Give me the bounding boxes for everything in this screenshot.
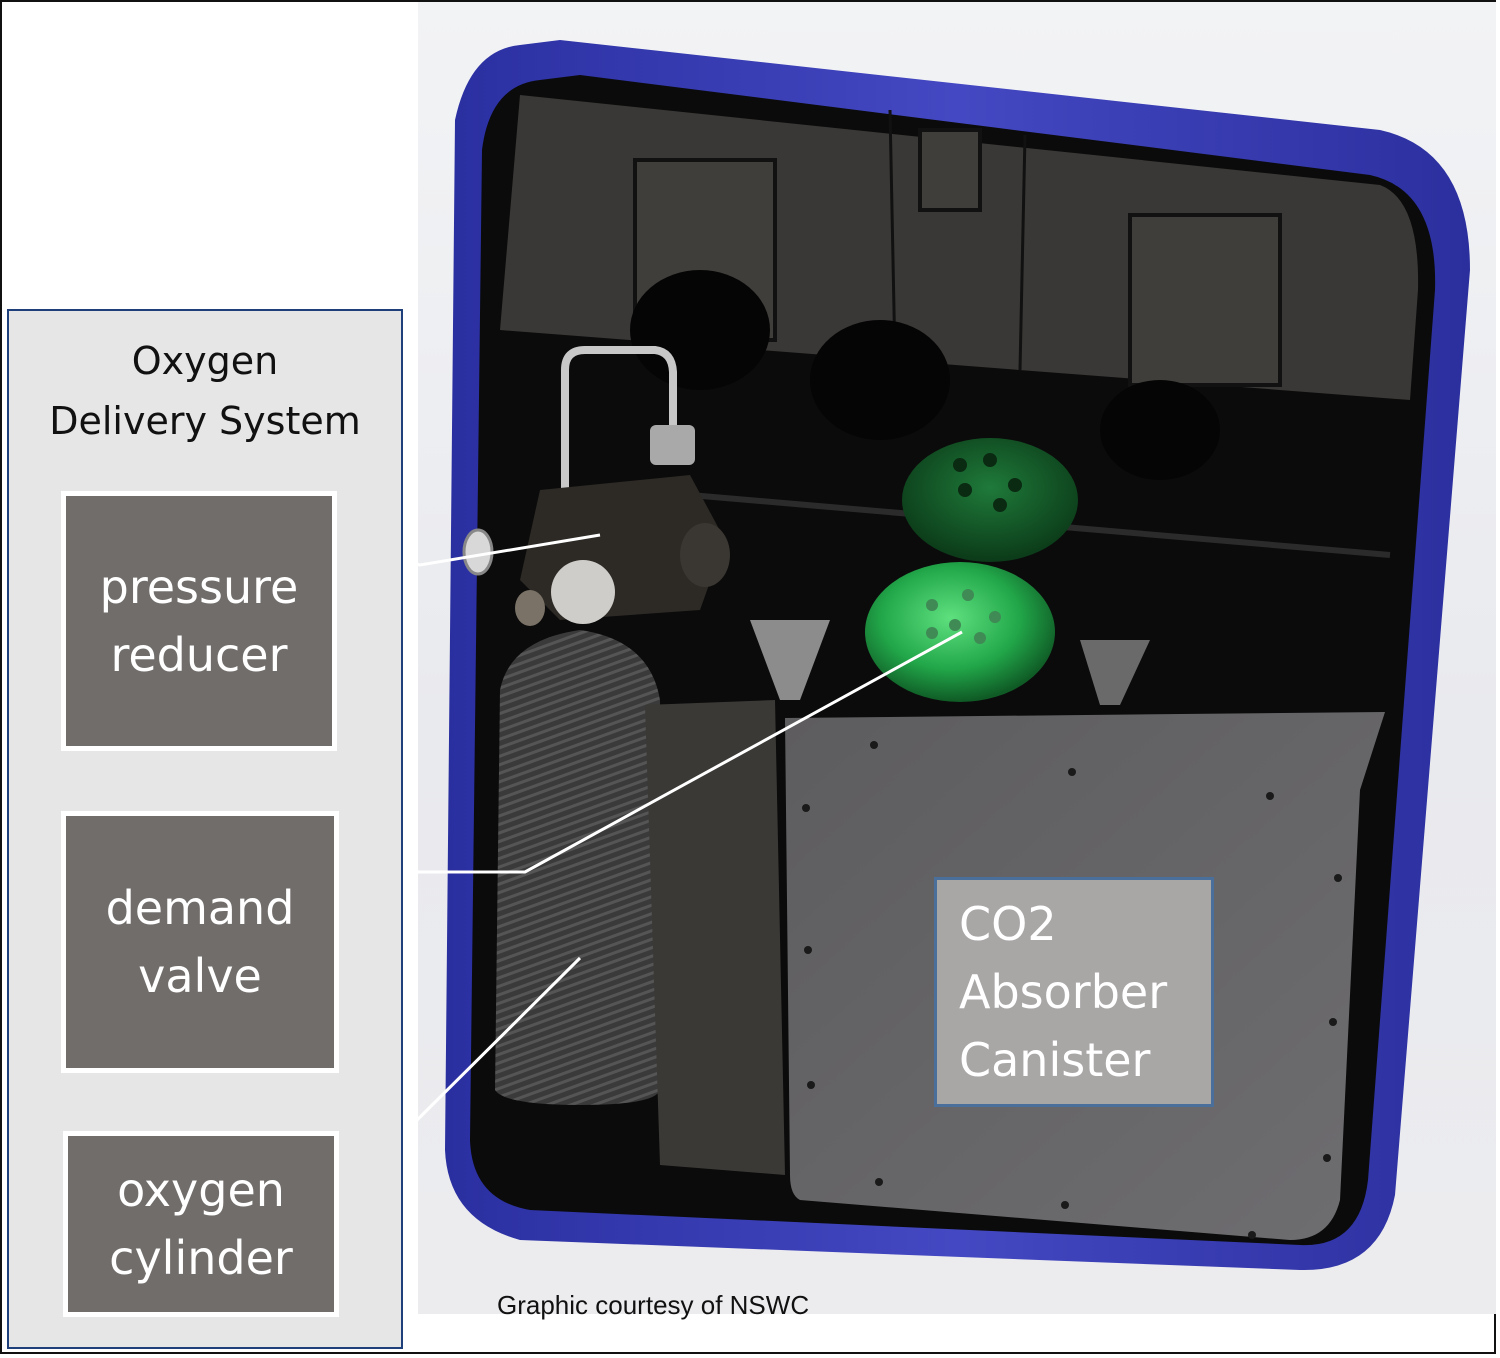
label-demand-valve: demand valve <box>61 811 339 1073</box>
leader-demand-valve <box>358 630 963 874</box>
label-co2-absorber-canister: CO2 Absorber Canister <box>934 877 1214 1107</box>
back-slot-right <box>1128 213 1282 387</box>
back-slot-mid <box>918 128 982 212</box>
legend-title-line2: Delivery System <box>49 399 361 443</box>
legend-title-line1: Oxygen <box>131 339 279 383</box>
legend-title: Oxygen Delivery System <box>9 331 401 451</box>
image-credit: Graphic courtesy of NSWC <box>497 1290 810 1320</box>
oxygen-cylinder <box>495 630 660 1105</box>
reducer-knob <box>551 560 615 624</box>
label-oxygen-cylinder: oxygen cylinder <box>63 1131 339 1317</box>
tube <box>561 346 677 500</box>
green-valve-upper <box>902 438 1078 562</box>
reducer-port <box>462 528 494 576</box>
oxygen-delivery-legend: Oxygen Delivery System pressure reducer … <box>7 309 403 1349</box>
label-pressure-reducer: pressure reducer <box>61 491 337 751</box>
tube-fitting <box>650 425 695 465</box>
divider-plate <box>645 700 785 1175</box>
canister-screws <box>802 741 1342 1239</box>
